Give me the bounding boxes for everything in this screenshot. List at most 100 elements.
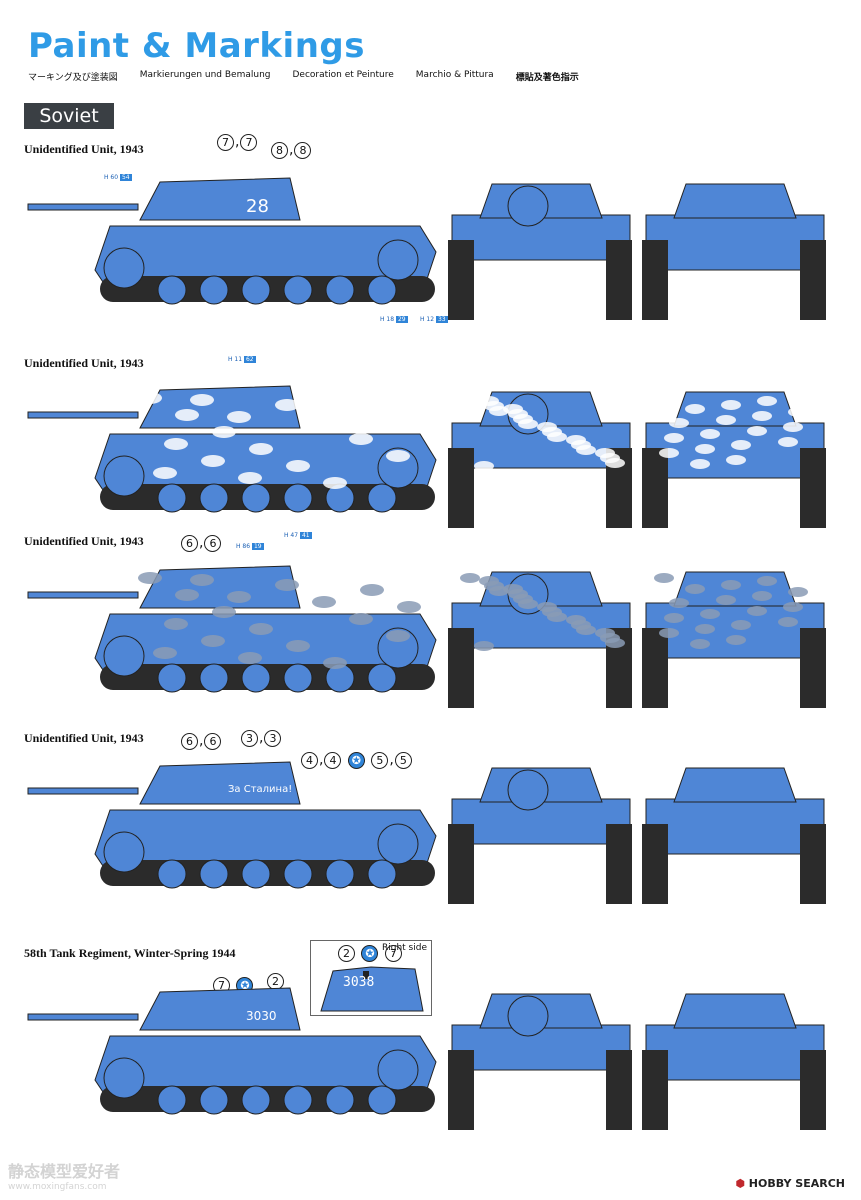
road-wheel (367, 859, 397, 889)
road-wheel (241, 663, 271, 693)
camo-patch (566, 435, 586, 445)
camo-patch (664, 433, 684, 443)
scheme-title: Unidentified Unit, 1943 (24, 731, 144, 745)
slogan-text: За Сталина! (228, 784, 292, 795)
road-wheel (283, 483, 313, 513)
camo-patch (716, 595, 736, 605)
camo-patch (164, 438, 188, 450)
idler-wheel (377, 823, 419, 865)
road-wheel (325, 275, 355, 305)
marker-group: 3,3 (240, 730, 282, 747)
camo-patch (474, 461, 494, 471)
camo-patch (721, 580, 741, 590)
camo-patch (312, 416, 336, 428)
road-wheel (199, 663, 229, 693)
road-wheel (367, 483, 397, 513)
camo-patch (726, 455, 746, 465)
road-wheel (199, 483, 229, 513)
camo-patch (690, 459, 710, 469)
section-label: Soviet (24, 103, 114, 129)
gun-mantlet (507, 995, 549, 1037)
inset-tank-side (320, 966, 424, 1012)
idler-wheel (377, 1049, 419, 1091)
camo-patch (397, 601, 421, 613)
camo-patch (747, 426, 767, 436)
color-code: H 18 29 (380, 316, 408, 323)
camo-patch (731, 620, 751, 630)
camo-patch (138, 392, 162, 404)
rear-track (642, 824, 668, 904)
camo-patch (386, 630, 410, 642)
front-track (448, 448, 474, 528)
camo-patch (747, 606, 767, 616)
tank-gun (27, 787, 139, 795)
camo-patch (227, 411, 251, 423)
camo-patch (537, 422, 557, 432)
camo-patch (721, 400, 741, 410)
road-wheel (367, 663, 397, 693)
color-code: H 60 54 (104, 174, 132, 181)
marker-group: 6,6 (180, 733, 222, 750)
marker-group: 2 ✪ 7 (337, 945, 403, 962)
camo-patch (397, 421, 421, 433)
camo-patch (700, 429, 720, 439)
subtitle-fr: Decoration et Peinture (292, 70, 394, 80)
rear-track (800, 628, 826, 708)
camo-patch (752, 591, 772, 601)
camo-patch (595, 448, 615, 458)
camo-patch (479, 396, 499, 406)
road-wheel (241, 275, 271, 305)
road-wheel (157, 483, 187, 513)
camo-patch (654, 393, 674, 403)
camo-patch (312, 596, 336, 608)
camo-patch (323, 657, 347, 669)
color-code: H 12 33 (420, 316, 448, 323)
camo-patch (669, 418, 689, 428)
camo-patch (360, 404, 384, 416)
camo-patch (659, 448, 679, 458)
camo-patch (695, 444, 715, 454)
camo-patch (275, 579, 299, 591)
camo-patch (783, 602, 803, 612)
watermark: 静态模型爱好者 www.moxingfans.com (8, 1162, 121, 1192)
tank-gun (27, 203, 139, 211)
camo-patch (503, 584, 523, 594)
camo-patch (537, 602, 557, 612)
page-title: Paint & Markings (28, 26, 365, 66)
marker-group: 4,4 ✪ 5,5 (300, 752, 413, 769)
road-wheel (199, 275, 229, 305)
camo-patch (659, 628, 679, 638)
camo-patch (716, 415, 736, 425)
gun-mantlet (507, 769, 549, 811)
camo-patch (669, 598, 689, 608)
camo-patch (695, 624, 715, 634)
drive-sprocket (103, 831, 145, 873)
idler-wheel (377, 239, 419, 281)
rear-hull (645, 214, 825, 271)
camo-patch (323, 477, 347, 489)
camo-patch (201, 635, 225, 647)
road-wheel (367, 1085, 397, 1115)
rear-hull (645, 798, 825, 855)
rear-superstructure (673, 183, 797, 219)
hull-number: 3030 (246, 1009, 277, 1023)
road-wheel (283, 1085, 313, 1115)
drive-sprocket (103, 455, 145, 497)
subtitle-cn: 標貼及著色指示 (515, 73, 579, 83)
camo-patch (360, 584, 384, 596)
marker-group: 6,6 (180, 535, 222, 552)
camo-patch (474, 641, 494, 651)
tank-gun (27, 411, 139, 419)
color-code: H 47 41 (284, 532, 312, 539)
camo-patch (286, 460, 310, 472)
road-wheel (325, 1085, 355, 1115)
camo-patch (227, 591, 251, 603)
tank-superstructure (139, 177, 301, 221)
front-track (606, 1050, 632, 1130)
camo-patch (153, 467, 177, 479)
road-wheel (283, 859, 313, 889)
camo-patch (503, 404, 523, 414)
camo-patch (685, 584, 705, 594)
subtitle-de: Markierungen und Bemalung (139, 70, 271, 80)
